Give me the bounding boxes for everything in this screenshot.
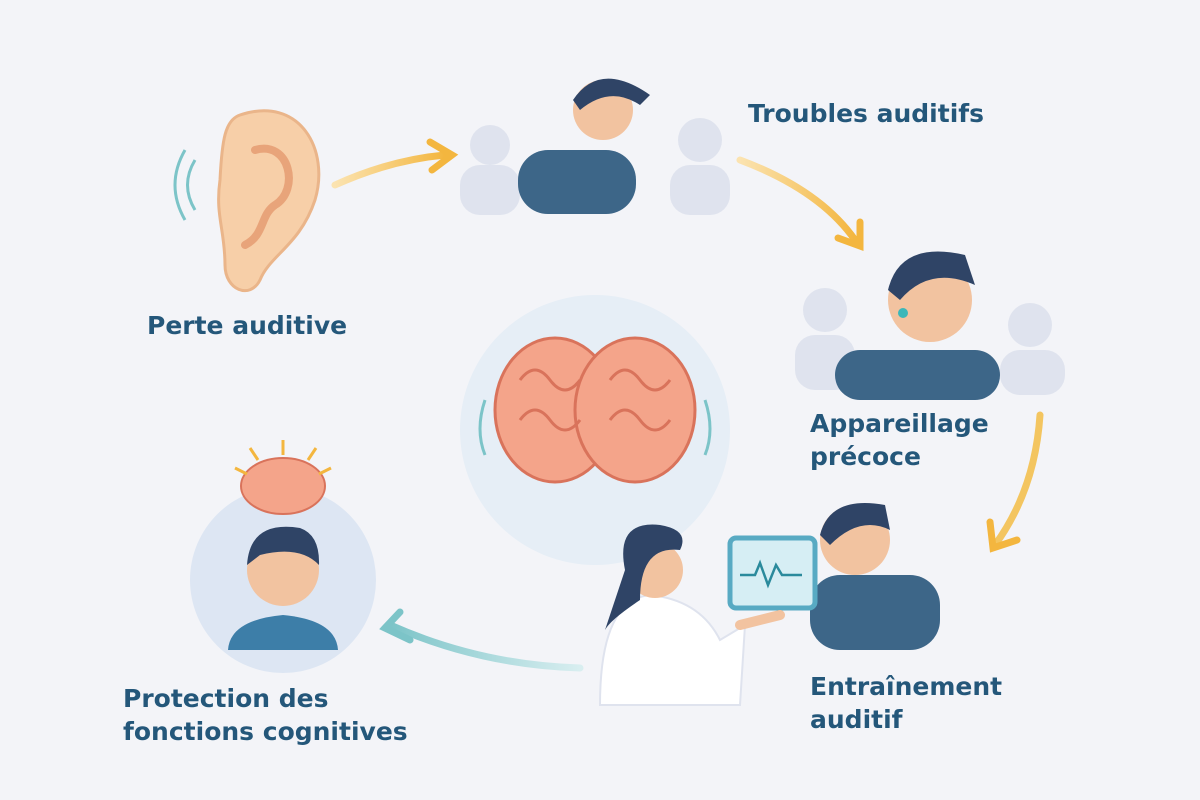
arrow-2: [736, 156, 859, 244]
label-line: Entraînement: [810, 672, 1003, 701]
brain-icon: [460, 295, 730, 565]
arrow-1: [331, 151, 449, 189]
step-label-auditory-training: Entraînement auditif: [810, 670, 1002, 736]
arrow-4: [386, 621, 584, 672]
label-line: auditif: [810, 705, 903, 734]
label-line: fonctions cognitives: [123, 717, 408, 746]
step-label-early-fitting: Appareillage précoce: [810, 407, 989, 473]
step-label-hearing-problems: Troubles auditifs: [748, 99, 985, 128]
hearing-aid-person: [795, 251, 1065, 400]
step-label-hearing-loss: Perte auditive: [147, 311, 348, 340]
label-line: précoce: [810, 442, 921, 471]
label-line: Appareillage: [810, 409, 989, 438]
auditory-training-scene: [598, 503, 940, 706]
label-line: Protection des: [123, 684, 329, 713]
arrow-3: [991, 411, 1044, 549]
ear-icon: [173, 109, 321, 293]
cognitive-protection-person: [190, 440, 376, 673]
step-label-cognitive-protection: Protection des fonctions cognitives: [123, 682, 408, 748]
hearing-trouble-person: [460, 78, 730, 215]
